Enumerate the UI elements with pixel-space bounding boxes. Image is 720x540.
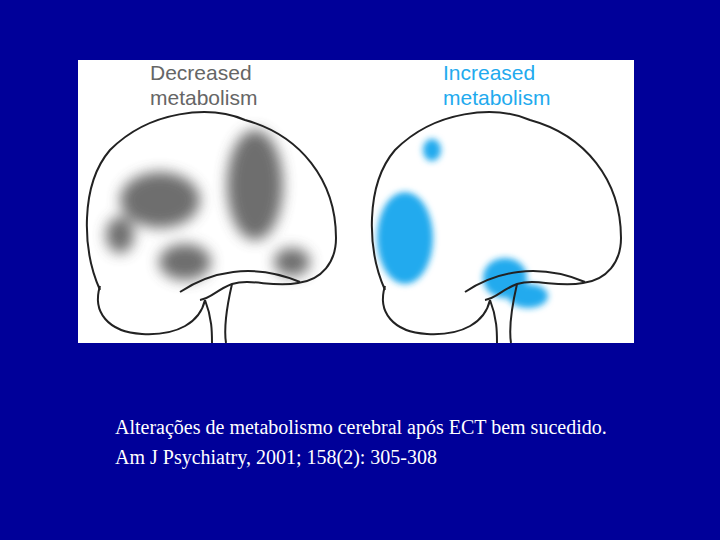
white-panel [78, 60, 634, 343]
decreased-blobs [106, 130, 310, 280]
region-label: Increased metabolism [443, 60, 593, 110]
brain-outline [87, 112, 336, 343]
region-label: Decreased metabolism [150, 60, 300, 110]
brain-outline [372, 112, 621, 343]
caption: Alterações de metabolismo cerebral após … [115, 412, 620, 472]
